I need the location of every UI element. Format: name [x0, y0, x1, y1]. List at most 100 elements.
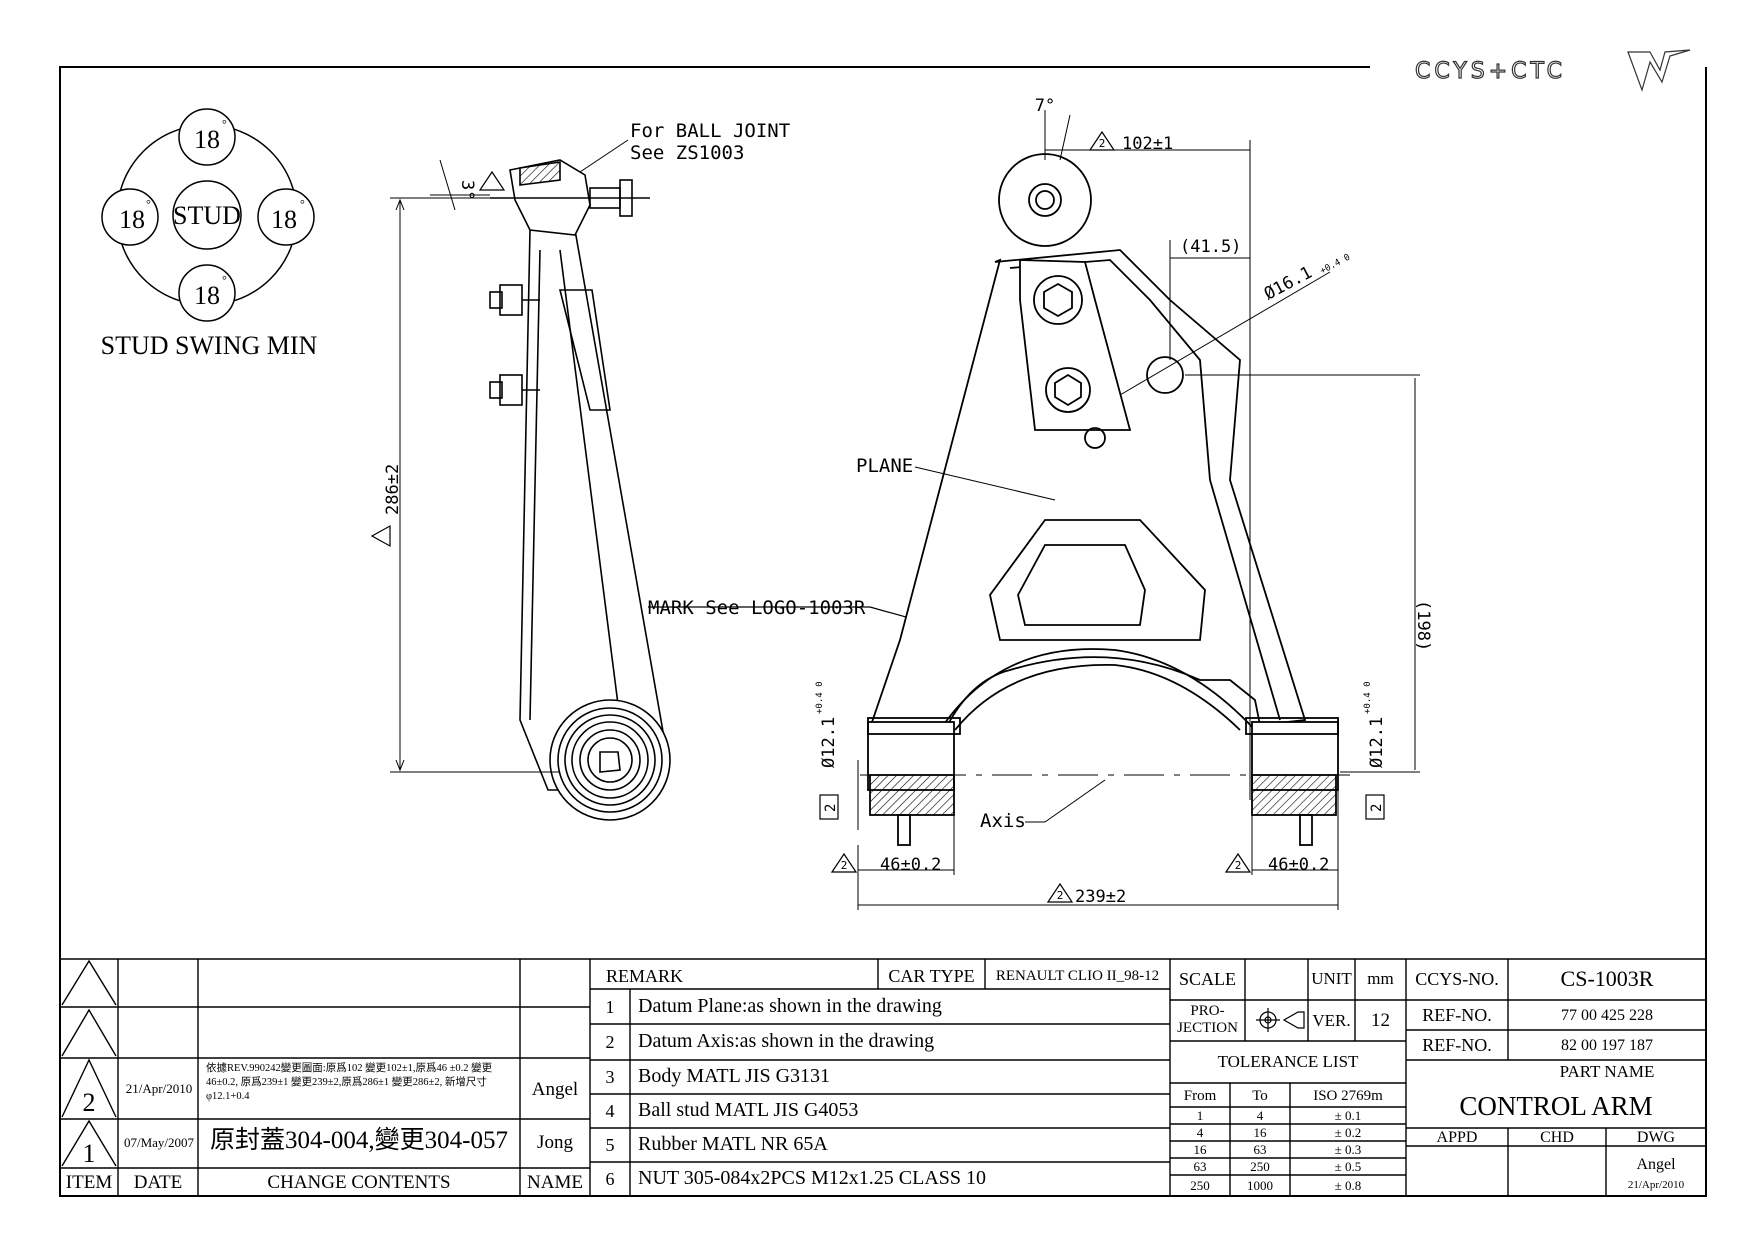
bush-tol-left: +0.4 0: [815, 681, 825, 714]
tol-from-3: 16: [1193, 1142, 1207, 1157]
header-date: DATE: [133, 1172, 183, 1193]
remark-no-3: 3: [605, 1067, 615, 1087]
rev-item-2: 2: [82, 1088, 96, 1117]
dim-46-right: 46±0.2: [1268, 855, 1329, 875]
remark-text-2: Datum Axis:as shown in the drawing: [638, 1030, 935, 1052]
appd-label: APPD: [1436, 1129, 1478, 1146]
part-name: CONTROL ARM: [1459, 1091, 1653, 1121]
dwg-name: Angel: [1636, 1156, 1676, 1173]
bush-dia-left: Ø12.1: [819, 717, 839, 768]
rev-date-1: 07/May/2007: [123, 1135, 195, 1150]
ccys-no: CS-1003R: [1560, 966, 1654, 991]
remark-text-3: Body MATL JIS G3131: [638, 1065, 831, 1087]
dim-hole: Ø16.1: [1261, 263, 1316, 305]
dwg-date: 21/Apr/2010: [1627, 1179, 1685, 1191]
remark-text-5: Rubber MATL NR 65A: [638, 1133, 828, 1155]
dim-102: 102±1: [1122, 134, 1173, 154]
revision-triangles-front: [830, 130, 1252, 903]
datum-boxes: [819, 794, 1385, 820]
ver-value: 12: [1371, 1010, 1390, 1031]
front-view-dimensions: [857, 110, 1420, 910]
mark-note: MARK See LOGO-1003R: [648, 597, 866, 619]
tol-from-4: 63: [1193, 1159, 1207, 1174]
datum-right: 2: [1369, 804, 1385, 812]
front-view: [867, 153, 1339, 846]
logo-mark-icon: [1627, 49, 1691, 92]
tol-header-from: From: [1183, 1088, 1217, 1104]
remark-no-4: 4: [605, 1101, 615, 1121]
swing-angle-top: 18: [194, 125, 220, 154]
dim-239: 239±2: [1075, 887, 1126, 907]
projection-label-2: JECTION: [1177, 1020, 1238, 1036]
car-type-label: CAR TYPE: [888, 966, 975, 986]
header-name: NAME: [527, 1172, 583, 1193]
tol-from-2: 4: [1196, 1125, 1204, 1140]
tol-val-5: ± 0.8: [1334, 1178, 1362, 1193]
tol-val-4: ± 0.5: [1334, 1159, 1362, 1174]
car-type: RENAULT CLIO II_98-12: [995, 968, 1160, 984]
ccys-label: CCYS-NO.: [1415, 969, 1499, 989]
logo-text: CCYS+CTC: [1415, 59, 1566, 84]
bush-dia-right: Ø12.1: [1367, 717, 1387, 768]
tol-val-3: ± 0.3: [1334, 1142, 1362, 1157]
dim-46-left: 46±0.2: [880, 855, 941, 875]
tol-val-1: ± 0.1: [1334, 1108, 1362, 1123]
swing-angle-right: 18: [271, 205, 297, 234]
height-dimension: 286±2: [383, 464, 403, 515]
ref-no-1: 77 00 425 228: [1561, 1007, 1653, 1024]
stud-swing-caption: STUD SWING MIN: [101, 331, 318, 360]
svg-text:2: 2: [841, 859, 848, 872]
svg-text:2: 2: [1099, 137, 1106, 150]
stud-label: STUD: [173, 201, 241, 230]
rev-change-2: 依據REV.990242變更圖面:原爲102 變更102±1,原爲46 ±0.2…: [206, 1063, 493, 1102]
tol-to-4: 250: [1250, 1159, 1270, 1174]
chd-label: CHD: [1540, 1129, 1574, 1146]
side-view-dimensions: [390, 139, 629, 773]
tol-to-1: 4: [1256, 1108, 1264, 1123]
part-name-label: PART NAME: [1559, 1062, 1655, 1081]
degree-marks: °° °°: [146, 117, 305, 287]
svg-text:2: 2: [1057, 889, 1064, 902]
header-item: ITEM: [65, 1172, 113, 1193]
remark-no-2: 2: [605, 1032, 615, 1052]
rev-name-2: Angel: [531, 1079, 579, 1100]
remark-text-4: Ball stud MATL JIS G4053: [638, 1099, 859, 1121]
svg-text:°: °: [222, 117, 227, 131]
svg-text:2: 2: [1235, 859, 1242, 872]
stud-swing-diagram: [101, 108, 315, 322]
ref-label-2: REF-NO.: [1422, 1035, 1492, 1055]
dwg-label: DWG: [1636, 1129, 1676, 1146]
sheet-border: [59, 66, 1707, 1197]
ref-label-1: REF-NO.: [1422, 1005, 1492, 1025]
rev-change-1: 原封蓋304-004,變更304-057: [210, 1127, 508, 1154]
ver-label: VER.: [1312, 1011, 1351, 1030]
tol-val-2: ± 0.2: [1334, 1125, 1362, 1140]
remark-text-1: Datum Plane:as shown in the drawing: [638, 995, 942, 1017]
tol-to-2: 16: [1253, 1125, 1267, 1140]
tol-from-5: 250: [1190, 1178, 1210, 1193]
tol-header-to: To: [1252, 1088, 1268, 1104]
title-block-grid: [60, 958, 1706, 1196]
unit-value: mm: [1367, 969, 1394, 988]
remark-label: REMARK: [606, 966, 684, 986]
plane-label: PLANE: [856, 455, 913, 477]
dim-hole-tol: +0.4 0: [1319, 253, 1352, 277]
svg-text:°: °: [146, 197, 151, 211]
bush-tol-right: +0.4 0: [1363, 681, 1373, 714]
tol-to-3: 63: [1253, 1142, 1267, 1157]
tilt-angle: 3°: [457, 180, 477, 200]
dim-198: (198): [1413, 600, 1433, 651]
tol-header-iso: ISO 2769m: [1313, 1088, 1383, 1104]
projection-label-1: PRO-: [1190, 1003, 1225, 1019]
side-view: [489, 159, 671, 821]
ball-joint-note-line1: For BALL JOINT: [630, 120, 790, 142]
header-change: CHANGE CONTENTS: [267, 1172, 451, 1193]
unit-label: UNIT: [1311, 969, 1352, 988]
dim-41-5: (41.5): [1180, 237, 1241, 257]
svg-text:°: °: [222, 273, 227, 287]
stud-swing-labels: STUD 18 18 18 18 STUD SWING MIN: [101, 125, 318, 360]
rev-name-1: Jong: [537, 1132, 573, 1153]
remark-text-6: NUT 305-084x2PCS M12x1.25 CLASS 10: [638, 1167, 987, 1189]
remark-no-6: 6: [605, 1169, 615, 1189]
ball-joint-note-line2: See ZS1003: [630, 142, 744, 164]
